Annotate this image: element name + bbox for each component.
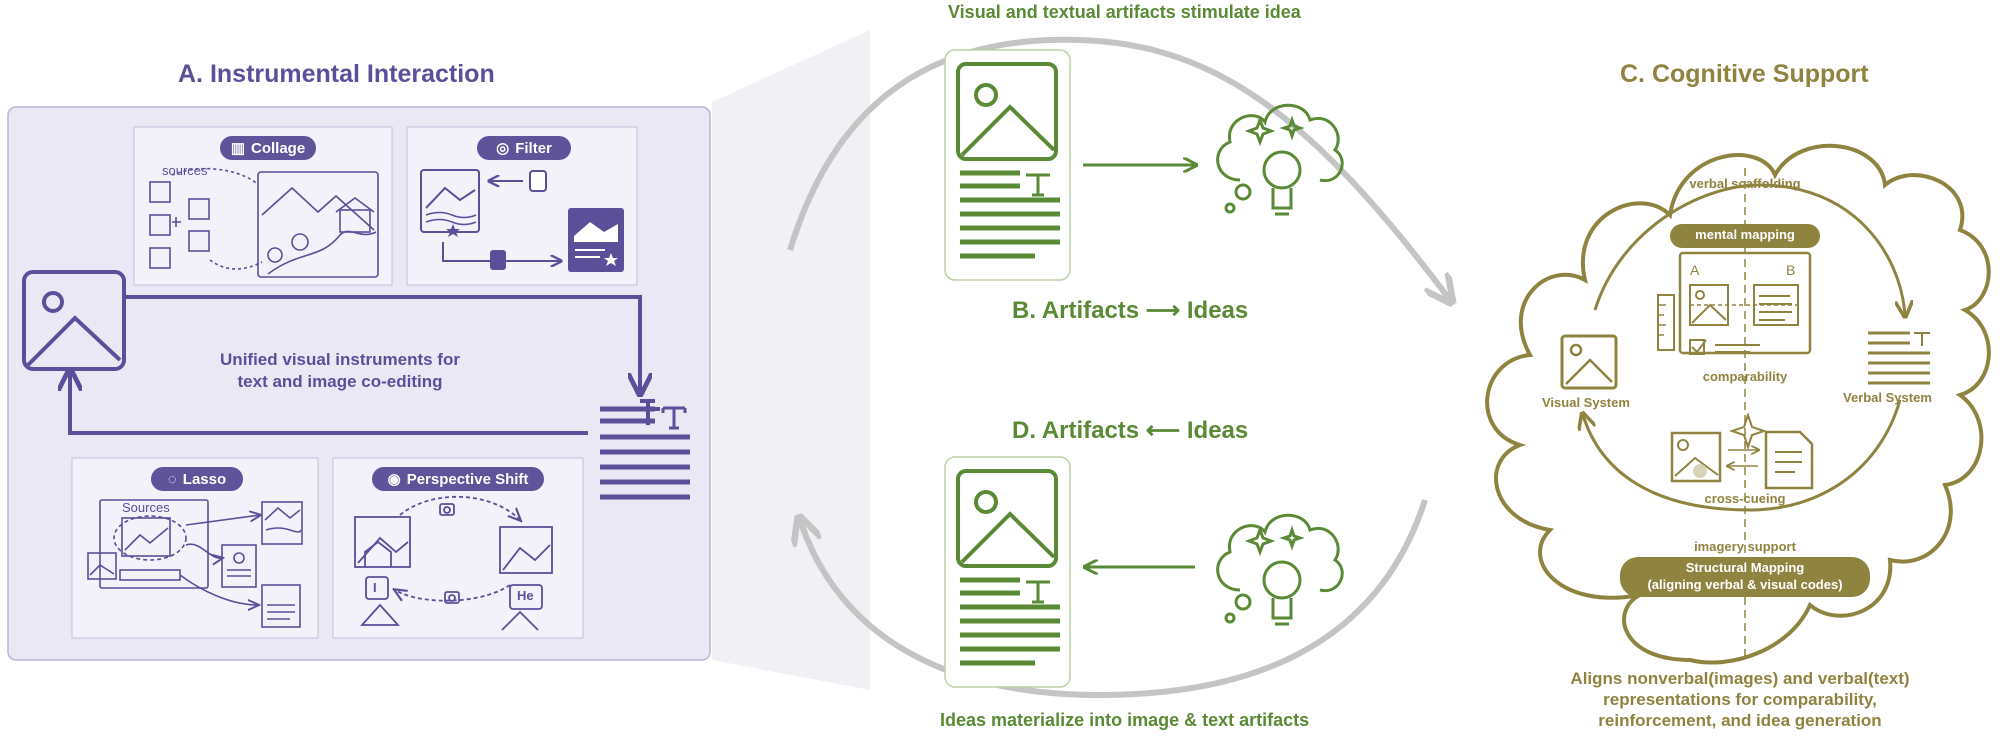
panel-b-heading: B. Artifacts ⟶ Ideas: [1012, 297, 1249, 324]
structural-mapping-pill: [1620, 557, 1870, 597]
cross-cueing-label: cross-cueing: [1704, 491, 1786, 506]
mental-mapping-pill: [1670, 224, 1820, 248]
idea-icon-b: [1216, 103, 1344, 216]
filter-tool-button[interactable]: ◎ Filter: [477, 136, 571, 160]
imagery-support-label: imagery support: [1694, 539, 1796, 554]
panel-c-title: C. Cognitive Support: [1620, 60, 1869, 88]
collage-label: Collage: [251, 139, 306, 157]
collage-tool-button[interactable]: ▥ Collage: [220, 136, 316, 160]
visual-system-label: Visual System: [1542, 395, 1630, 410]
collage-icon: ▥: [230, 140, 245, 157]
summary-line-2: representations for comparability,: [1603, 690, 1877, 709]
verbal-scaffolding-label: verbal scaffolding: [1689, 176, 1801, 191]
panel-a-title: A. Instrumental Interaction: [178, 60, 495, 88]
summary-line-3: reinforcement, and idea generation: [1598, 711, 1882, 730]
lasso-icon: ◌: [167, 470, 177, 488]
text-lines-icon-a: [600, 406, 690, 500]
lasso-tool-button[interactable]: ◌ Lasso: [151, 467, 243, 491]
structural-line-1: Structural Mapping: [1685, 560, 1805, 575]
bubble-he-text: He: [517, 588, 534, 603]
eye-icon: ◉: [387, 471, 401, 488]
panel-b-caption: Visual and textual artifacts stimulate i…: [948, 2, 1301, 22]
structural-line-2: (aligning verbal & visual codes): [1647, 577, 1843, 592]
collage-sources-label: sources: [162, 163, 208, 178]
filter-icon: ◎: [496, 140, 510, 157]
lasso-sources-label: Sources: [122, 500, 170, 515]
unified-instruments-caption: Unified visual instruments for text and …: [190, 349, 490, 393]
panel-d-heading: D. Artifacts ⟵ Ideas: [1012, 417, 1249, 444]
projection-wedge: [712, 30, 870, 690]
bubble-i-text: I: [373, 580, 377, 595]
panel-c-summary: Aligns nonverbal(images) and verbal(text…: [1530, 668, 1950, 731]
verbal-system-label: Verbal System: [1843, 390, 1932, 405]
cycle-graphics: [787, 36, 1450, 699]
panel-a-graphics: [7, 106, 711, 661]
panel-c-graphics: [1485, 143, 1991, 665]
filter-label: Filter: [515, 139, 552, 157]
panel-d-caption: Ideas materialize into image & text arti…: [940, 710, 1310, 730]
unified-line-1: Unified visual instruments for: [220, 350, 460, 369]
mental-mapping-label: mental mapping: [1695, 227, 1795, 242]
unified-line-2: text and image co-editing: [237, 372, 443, 391]
comparability-label: comparability: [1702, 369, 1788, 384]
compare-label-a: A: [1690, 262, 1700, 278]
compare-label-b: B: [1786, 262, 1796, 278]
lasso-label: Lasso: [182, 470, 227, 488]
structural-mapping-text: Structural Mapping (aligning verbal & vi…: [1620, 559, 1870, 593]
perspective-shift-tool-button[interactable]: ◉ Perspective Shift: [372, 467, 544, 491]
summary-line-1: Aligns nonverbal(images) and verbal(text…: [1570, 669, 1910, 688]
idea-icon-d: [1216, 513, 1344, 626]
perspective-label: Perspective Shift: [406, 470, 529, 488]
